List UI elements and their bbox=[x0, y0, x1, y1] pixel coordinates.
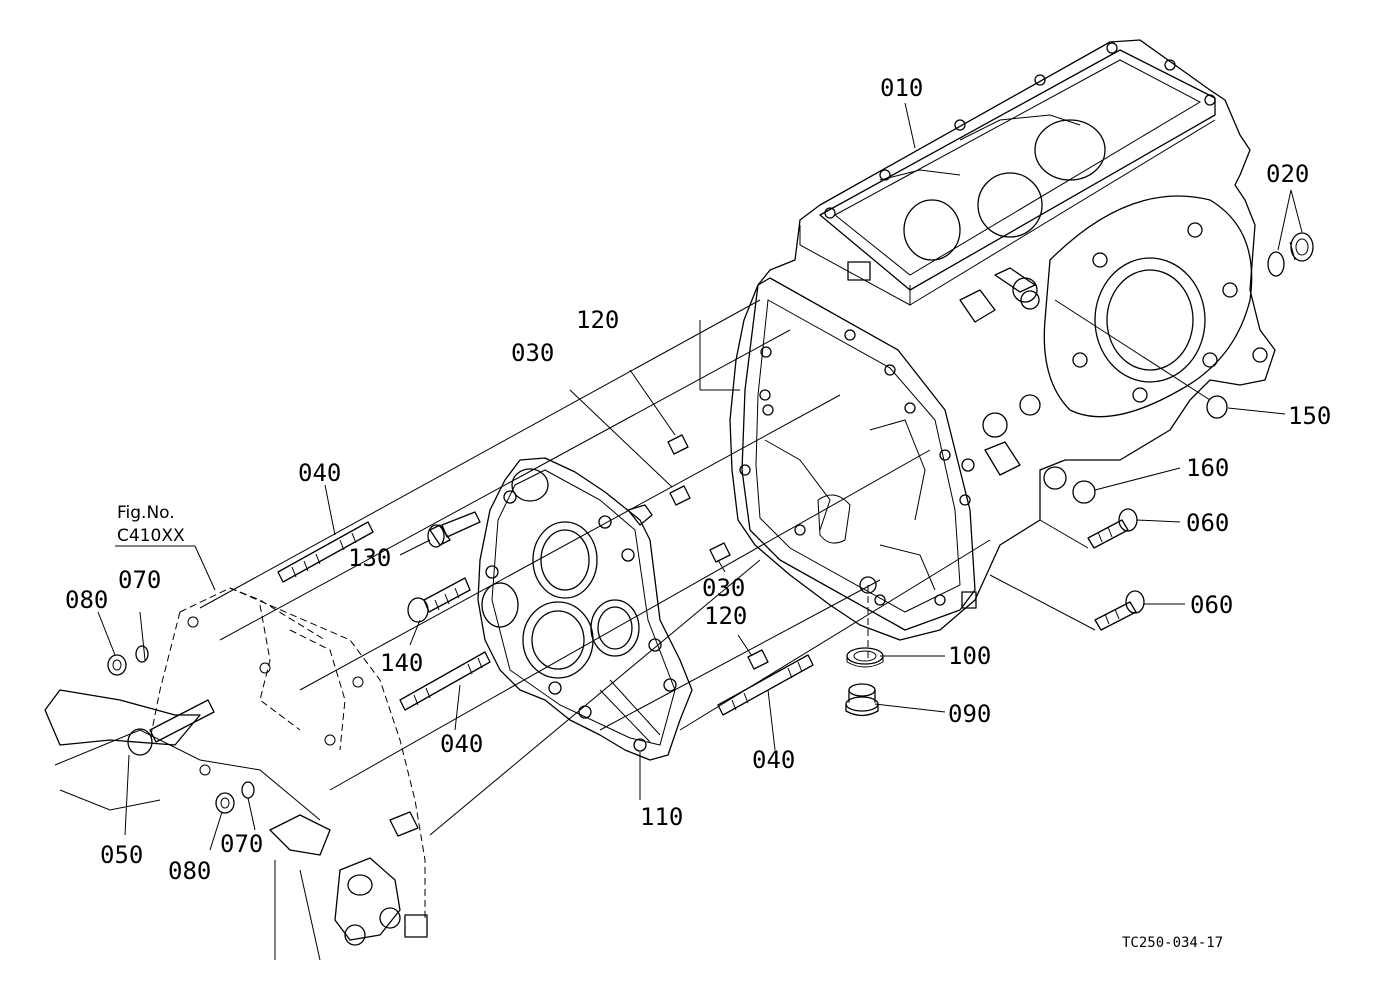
callout-080-top: 080 bbox=[65, 586, 108, 614]
callout-160: 160 bbox=[1186, 454, 1229, 482]
callout-030-mid: 030 bbox=[702, 574, 745, 602]
plug-020 bbox=[1267, 232, 1314, 277]
alignment-lines bbox=[199, 299, 991, 836]
bolt-060-bottom bbox=[1094, 590, 1145, 631]
callout-130: 130 bbox=[348, 544, 391, 572]
seal-100 bbox=[846, 647, 884, 668]
figure-reference: Fig.No. C410XX bbox=[117, 503, 185, 546]
figure-ref-line1: Fig.No. bbox=[117, 503, 175, 523]
callout-120-mid: 120 bbox=[704, 602, 747, 630]
nut-080-bottom bbox=[215, 792, 235, 814]
drawing-code: TC250-034-17 bbox=[1122, 935, 1223, 951]
callout-060-top: 060 bbox=[1186, 509, 1229, 537]
pin-030-top bbox=[669, 485, 691, 506]
figure-ref-line2: C410XX bbox=[117, 526, 185, 546]
bolt-060-top bbox=[1087, 508, 1138, 549]
callout-010: 010 bbox=[880, 74, 923, 102]
stud-040-mid bbox=[399, 651, 491, 711]
bolt-140 bbox=[407, 577, 471, 623]
bolt-050 bbox=[127, 699, 215, 756]
callout-070-bottom: 070 bbox=[220, 830, 263, 858]
clutch-housing-reference bbox=[44, 587, 428, 961]
pin-120-mid bbox=[747, 649, 769, 670]
leader-lines bbox=[97, 102, 1303, 851]
callout-150: 150 bbox=[1288, 402, 1331, 430]
callout-100: 100 bbox=[948, 642, 991, 670]
callout-060-bottom: 060 bbox=[1190, 591, 1233, 619]
front-cover-110 bbox=[477, 457, 693, 761]
plug-090 bbox=[845, 683, 879, 717]
nut-080-top bbox=[107, 654, 127, 676]
cap-150 bbox=[1206, 395, 1228, 419]
callout-090: 090 bbox=[948, 700, 991, 728]
callout-080-bottom: 080 bbox=[168, 857, 211, 885]
stud-040-right bbox=[717, 654, 814, 716]
bolt-130 bbox=[427, 511, 481, 548]
pin-120-top bbox=[667, 434, 689, 455]
callout-040-mid: 040 bbox=[440, 730, 483, 758]
callout-050: 050 bbox=[100, 841, 143, 869]
stud-040-left bbox=[277, 521, 374, 583]
callout-040-right: 040 bbox=[752, 746, 795, 774]
callout-040-left: 040 bbox=[298, 459, 341, 487]
pin-030-mid bbox=[709, 542, 731, 563]
callout-140: 140 bbox=[380, 649, 423, 677]
cap-160 bbox=[1072, 480, 1096, 504]
callout-110: 110 bbox=[640, 803, 683, 831]
transmission-case-010 bbox=[729, 39, 1276, 641]
callout-labels: 010 020 120 030 040 130 140 040 110 030 … bbox=[65, 74, 1331, 885]
washer-070-top bbox=[135, 645, 149, 663]
callout-030-top: 030 bbox=[511, 339, 554, 367]
washer-070-bottom bbox=[241, 781, 255, 799]
callout-020: 020 bbox=[1266, 160, 1309, 188]
callout-070-top: 070 bbox=[118, 566, 161, 594]
callout-120-top: 120 bbox=[576, 306, 619, 334]
